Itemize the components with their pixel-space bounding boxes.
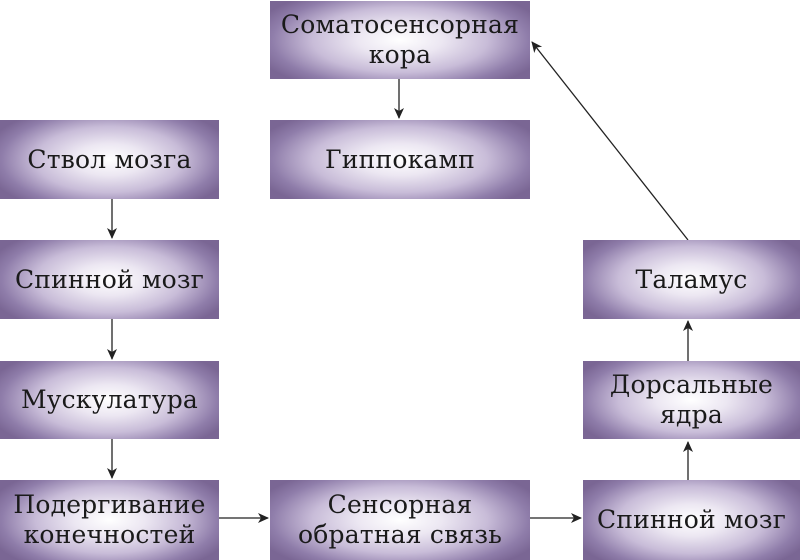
node-musculature: Мускулатура (0, 361, 219, 439)
node-spinal-cord-left-label: Спинной мозг (14, 264, 205, 294)
node-thalamus: Таламус (583, 240, 800, 319)
node-dorsal-nuclei-line1: Дорсальные (609, 370, 774, 399)
node-thalamus-label: Таламус (635, 264, 748, 294)
node-limb-twitching-line2: конечностей (23, 520, 196, 549)
arrow-thalamus-to-cortex (531, 41, 689, 241)
node-hippocampus: Гиппокамп (270, 120, 530, 199)
node-spinal-cord-right: Спинной мозг (583, 480, 800, 560)
node-somatosensory-cortex-line1: Соматосенсорная (280, 10, 520, 39)
node-hippocampus-label: Гиппокамп (324, 144, 476, 174)
node-musculature-label: Мускулатура (20, 385, 199, 414)
node-limb-twitching-line1: Подергивание (13, 490, 206, 519)
node-dorsal-nuclei: Дорсальные ядра (583, 361, 800, 439)
node-sensory-feedback-line2: обратная связь (297, 520, 503, 549)
node-limb-twitching: Подергивание конечностей (0, 480, 219, 560)
node-sensory-feedback-line1: Сенсорная (327, 490, 473, 519)
node-somatosensory-cortex-line2: кора (368, 40, 432, 69)
node-somatosensory-cortex: Соматосенсорная кора (270, 1, 530, 79)
node-spinal-cord-right-label: Спинной мозг (596, 505, 787, 534)
node-spinal-cord-left: Спинной мозг (0, 240, 219, 319)
node-sensory-feedback: Сенсорная обратная связь (270, 480, 530, 560)
node-dorsal-nuclei-line2: ядра (660, 400, 723, 429)
node-brainstem: Ствол мозга (0, 120, 219, 199)
node-brainstem-label: Ствол мозга (27, 144, 192, 174)
